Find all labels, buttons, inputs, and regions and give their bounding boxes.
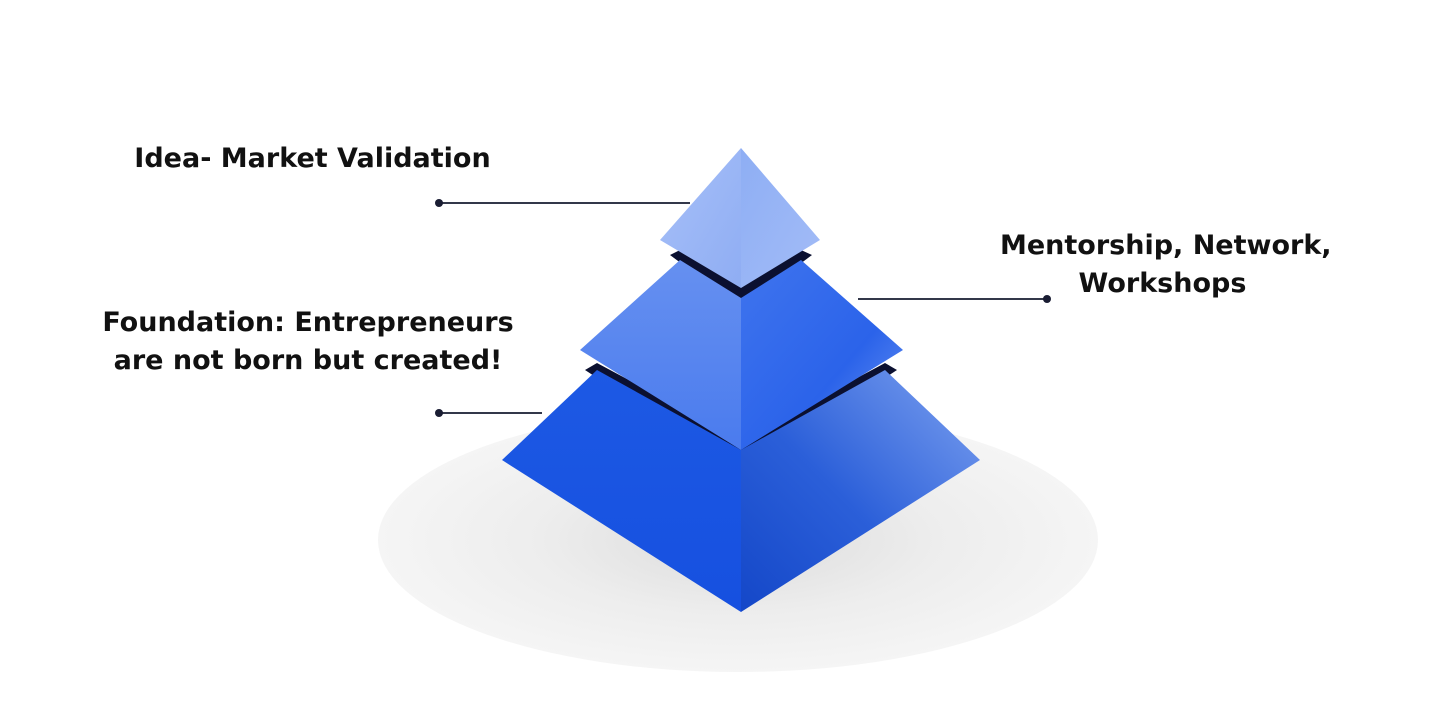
label-bottom-line-1: Foundation: Entrepreneurs — [102, 307, 514, 338]
label-top-line-1: Idea- Market Validation — [134, 143, 491, 174]
connector-top — [435, 199, 690, 207]
pyramid-level-bottom — [502, 363, 980, 612]
middle-right-face — [741, 260, 903, 450]
label-bottom-line-2: are not born but created! — [113, 345, 503, 376]
bottom-right-face — [741, 370, 980, 612]
label-idea-market-validation: Idea- Market Validation — [120, 140, 505, 178]
label-foundation: Foundation: Entrepreneurs are not born b… — [98, 304, 518, 380]
top-right-face — [741, 148, 820, 288]
top-left-face — [660, 148, 741, 288]
middle-left-face — [580, 260, 741, 450]
bottom-left-face — [502, 370, 741, 612]
label-middle-line-1: Mentorship, Network, — [1000, 230, 1332, 261]
label-middle-line-2: Workshops — [1078, 268, 1247, 299]
connector-bottom — [435, 409, 542, 417]
connector-middle — [858, 295, 1051, 303]
label-mentorship-network-workshops: Mentorship, Network, Workshops — [1000, 227, 1332, 303]
pyramid-level-top — [660, 148, 820, 288]
